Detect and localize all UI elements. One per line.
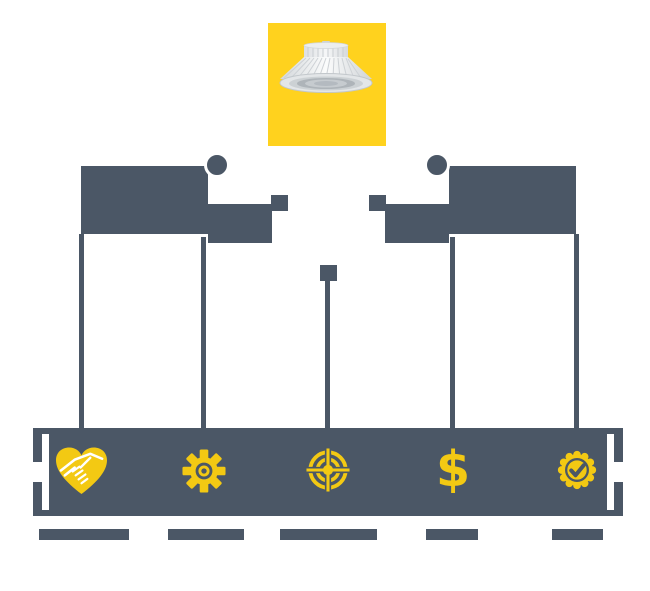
feature-label-placeholder — [168, 529, 244, 540]
feature-label-placeholder — [552, 529, 603, 540]
feature-bar-left-slit — [42, 434, 49, 510]
feature-bar-right-slit — [607, 434, 614, 510]
placeholder-block-left-large — [81, 166, 208, 234]
connector-line-1 — [79, 234, 84, 428]
placeholder-block-left-medium — [208, 204, 272, 243]
feature-bar-right-edge-notch — [614, 462, 623, 482]
gear-icon — [182, 449, 226, 493]
connector-line-2 — [201, 237, 206, 428]
quality-badge-icon — [557, 450, 597, 490]
feature-label-placeholder — [426, 529, 478, 540]
connector-node-square-center — [320, 265, 337, 281]
target-icon — [306, 448, 350, 492]
connector-node-circle-right — [424, 152, 450, 178]
feature-label-placeholder — [39, 529, 129, 540]
connector-line-3 — [325, 281, 330, 428]
placeholder-block-right-medium — [385, 204, 449, 243]
connector-node-square-right — [369, 195, 386, 211]
connector-line-5 — [574, 234, 579, 428]
ufo-highbay-light-image — [279, 41, 373, 93]
connector-node-circle-left — [204, 152, 230, 178]
dollar-icon: $ — [436, 441, 471, 498]
connector-node-square-left — [271, 195, 288, 211]
feature-bar-left-edge-notch — [33, 462, 42, 482]
feature-label-placeholder — [280, 529, 377, 540]
connector-line-4 — [450, 237, 455, 428]
placeholder-block-right-large — [449, 166, 576, 234]
handshake-heart-icon — [56, 447, 107, 495]
